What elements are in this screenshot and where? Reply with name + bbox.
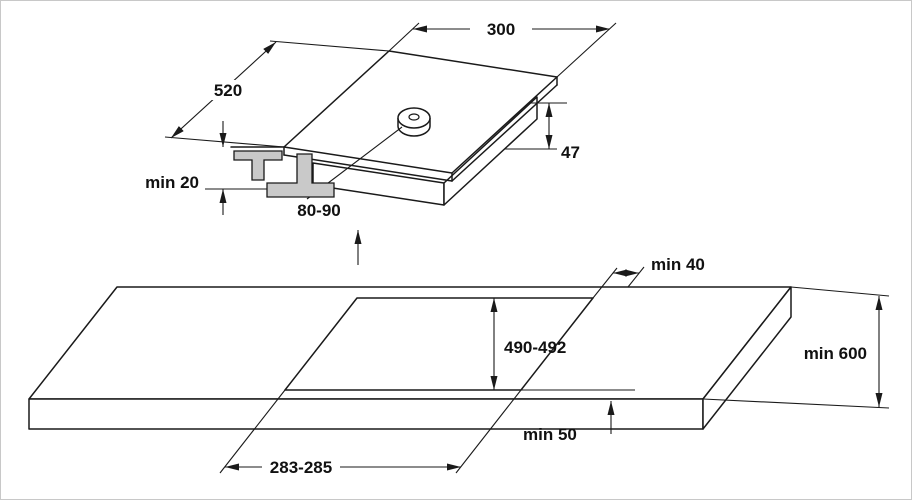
label-backing	[262, 458, 340, 476]
dimension-hob-width: 300	[388, 20, 617, 78]
extension-line	[702, 398, 890, 409]
dimension-cutout-width: 283-285	[219, 389, 522, 477]
extension-line	[455, 389, 522, 474]
bracket-clamp-profile	[233, 150, 283, 181]
hob-width-label: 300	[487, 20, 515, 39]
worktop-depth-label: min 600	[804, 344, 867, 363]
dimension-hob-height: 47	[505, 102, 580, 162]
clamp-min-label: min 20	[145, 173, 199, 192]
cutout-width-label: 283-285	[270, 458, 332, 477]
rear-clearance-label: min 40	[651, 255, 705, 274]
glass-bottom-right-edge	[451, 84, 558, 182]
dimension-knob-offset: 80-90	[297, 201, 362, 265]
knob-offset-label: 80-90	[297, 201, 340, 220]
extension-line	[627, 266, 645, 288]
label-backing	[205, 80, 251, 100]
hob-isometric-view	[230, 50, 558, 206]
control-knob-icon	[397, 107, 431, 137]
bracket-angle-profile	[266, 153, 335, 198]
mounting-bracket	[233, 150, 335, 198]
dimension-front-clearance: min 50	[521, 389, 635, 444]
dimension-cutout-depth: 490-492	[490, 298, 566, 390]
cutout-depth-label: 490-492	[504, 338, 566, 357]
dimension-hob-depth: 520	[164, 40, 390, 148]
hob-depth-label: 520	[214, 81, 242, 100]
label-backing	[470, 20, 532, 38]
dimension-clamp-min: min 20	[145, 121, 267, 215]
extension-line	[388, 22, 420, 52]
dimension-rear-clearance: min 40	[592, 255, 705, 299]
worktop-isometric-view	[28, 286, 792, 430]
extension-line	[269, 40, 390, 52]
dimension-worktop-depth: min 600	[702, 286, 890, 409]
extension-line	[790, 286, 890, 297]
worktop-front-face	[28, 398, 704, 430]
extension-line	[219, 389, 286, 474]
extension-line	[164, 136, 285, 148]
extension-line	[556, 22, 617, 78]
front-clearance-label: min 50	[523, 425, 577, 444]
worktop-right-face	[702, 286, 792, 430]
hob-height-label: 47	[561, 143, 580, 162]
